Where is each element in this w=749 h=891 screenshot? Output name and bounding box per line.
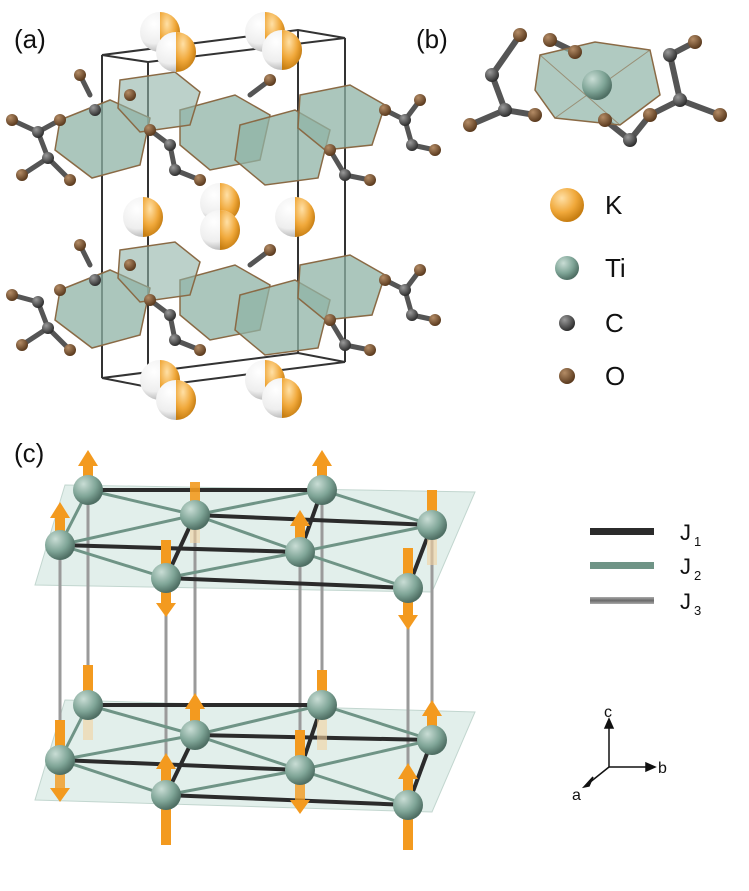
legend-sub-j1: 1	[694, 534, 701, 549]
panel-label-b: (b)	[416, 24, 448, 54]
ti-sites	[45, 475, 447, 820]
legend-sub-j2: 2	[694, 568, 701, 583]
legend-sub-j3: 3	[694, 603, 701, 618]
legend-label-ti: Ti	[605, 253, 626, 283]
upper-j1-bonds	[59, 488, 434, 590]
legend-item-ti: Ti	[555, 253, 626, 283]
carbon-atoms-a	[32, 104, 418, 351]
legend-item-j1: J 1	[590, 520, 701, 549]
axis-label-b: b	[658, 760, 667, 777]
legend-label-j3: J	[680, 589, 691, 614]
panel-label-c: (c)	[14, 438, 44, 468]
j1-line-icon	[590, 528, 654, 535]
axis-label-a: a	[572, 787, 581, 804]
ti-atom-icon	[555, 256, 579, 280]
legend-item-c: C	[559, 308, 624, 338]
legend-item-o: O	[559, 361, 625, 391]
k-atom-icon	[550, 188, 584, 222]
axis-label-c: c	[604, 704, 612, 721]
atom-legend: K Ti C O	[550, 188, 626, 391]
j2-line-icon	[590, 562, 654, 569]
panel-label-a: (a)	[14, 24, 46, 54]
octahedra-upper-layer	[54, 71, 386, 186]
legend-label-k: K	[605, 190, 623, 220]
j3-line-icon	[590, 597, 654, 604]
ti-octahedron	[463, 28, 727, 147]
coupling-legend: J 1 J 2 J 3	[590, 520, 701, 618]
legend-item-j2: J 2	[590, 554, 701, 583]
legend-label-c: C	[605, 308, 624, 338]
potassium-atoms-a	[123, 12, 315, 420]
oxygen-atoms-a	[6, 69, 441, 356]
lower-j2-bonds	[58, 703, 433, 807]
axes-indicator	[581, 717, 657, 789]
c-atom-icon	[559, 315, 575, 331]
magnetic-lattice	[34, 450, 476, 850]
legend-label-o: O	[605, 361, 625, 391]
legend-item-k: K	[550, 188, 623, 222]
crystal-structure	[6, 12, 441, 420]
octahedra-lower-layer	[54, 241, 386, 356]
legend-label-j1: J	[680, 520, 691, 545]
o-atom-icon	[559, 368, 575, 384]
legend-label-j2: J	[680, 554, 691, 579]
legend-item-j3: J 3	[590, 589, 701, 618]
